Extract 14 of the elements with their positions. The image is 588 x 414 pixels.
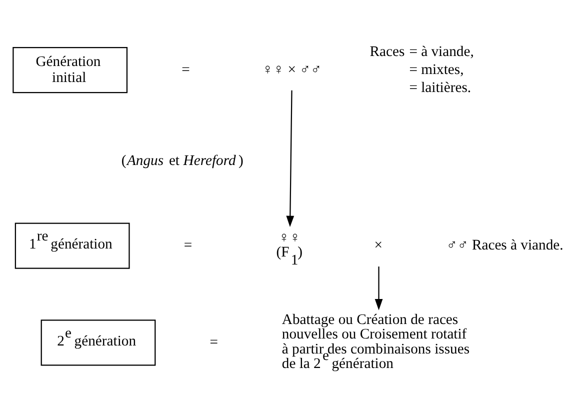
label: = mixtes, [409, 61, 464, 78]
node-text: ♀♀ × ♂♂ [262, 61, 322, 78]
arrow [286, 90, 294, 227]
node-text: × [374, 237, 383, 254]
label: = laitières. [409, 79, 472, 96]
label: = [210, 334, 218, 350]
label: = [184, 237, 192, 254]
label: (Angus et Hereford) [121, 152, 244, 169]
node-box: Génération initial [12, 46, 128, 93]
label: Races [370, 43, 405, 60]
node-text: ♂♂ Races à viande. [446, 237, 564, 254]
arrow [374, 266, 383, 310]
label: = à viande, [409, 43, 474, 60]
label: = [182, 61, 190, 78]
